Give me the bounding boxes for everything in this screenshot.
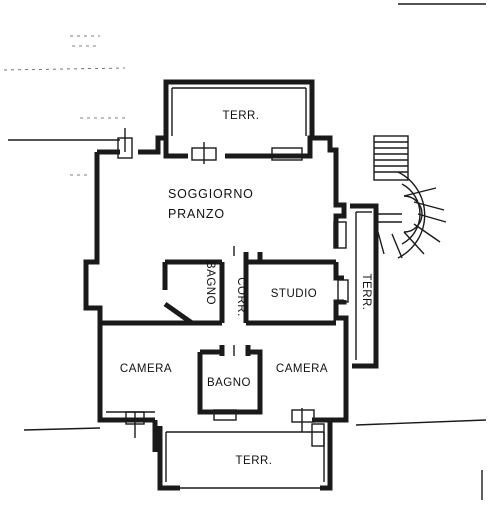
label-terr-top: TERR. <box>223 110 260 122</box>
openings <box>117 128 349 438</box>
label-corr: CORR. <box>235 277 247 317</box>
label-bagno-1: BAGNO <box>204 261 216 305</box>
terrace-bottom <box>157 423 333 491</box>
spiral-staircase <box>373 135 447 259</box>
label-bagno-2: BAGNO <box>207 377 251 389</box>
label-studio: STUDIO <box>271 288 317 300</box>
label-pranzo: PRANZO <box>168 207 225 221</box>
terrace-top <box>163 79 315 138</box>
site-lines <box>3 3 487 500</box>
internal-walls <box>100 252 336 415</box>
label-terr-right: TERR. <box>360 274 372 311</box>
label-soggiorno: SOGGIORNO <box>168 187 254 201</box>
label-camera-right: CAMERA <box>276 363 328 375</box>
outer-walls <box>83 135 349 452</box>
terrace-right <box>350 203 379 369</box>
label-terr-bottom: TERR. <box>236 455 273 467</box>
label-camera-left: CAMERA <box>120 363 172 375</box>
